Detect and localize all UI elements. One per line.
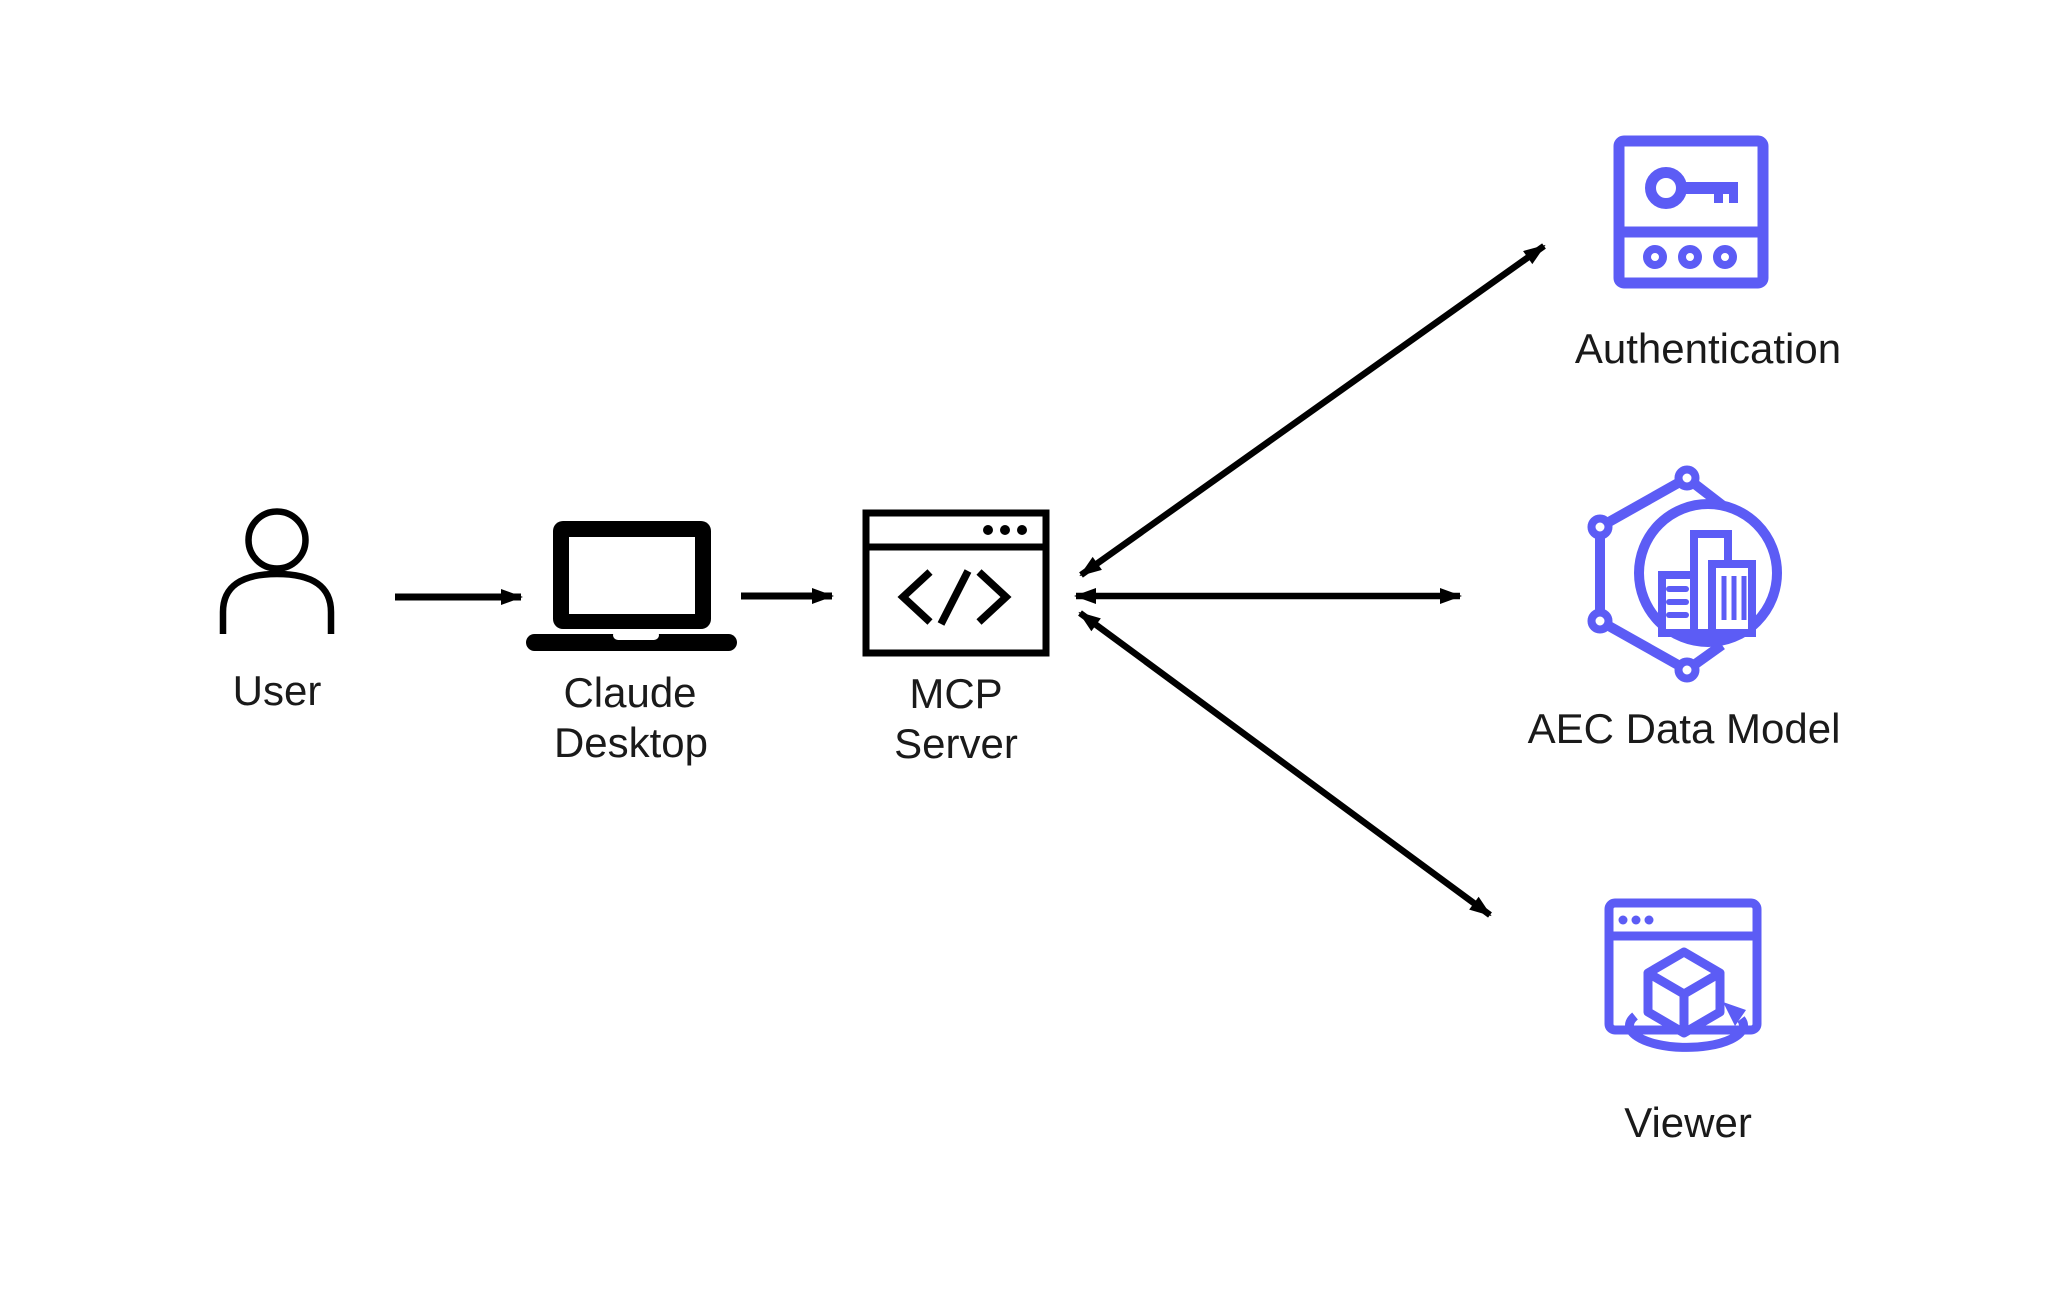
laptop-notch (613, 630, 659, 640)
key-bow (1645, 167, 1687, 209)
authentication-label: Authentication (1575, 325, 1841, 372)
viewer-window-dots (1618, 915, 1654, 925)
mcp-server-label-line2: Server (894, 720, 1018, 767)
rotation-arc (1625, 1012, 1748, 1052)
person-body (219, 570, 335, 634)
laptop-screen-display (569, 537, 695, 614)
code-window-icon (862, 509, 1050, 657)
3d-viewer-icon (1604, 898, 1762, 1052)
labels: User Claude Desktop MCP Server Authentic… (233, 325, 1841, 1146)
card-frame (1613, 135, 1769, 289)
cube-inner-edges (1645, 969, 1723, 1033)
viewer-label: Viewer (1624, 1099, 1752, 1146)
rotation-arrowhead (1723, 1002, 1746, 1026)
code-glyph (897, 569, 1012, 626)
key-card-icon (1613, 135, 1769, 289)
user-icon (219, 508, 335, 634)
building-left-windows (1666, 586, 1689, 618)
mcp-server-label-line1: MCP (909, 670, 1002, 717)
claude-desktop-label-line1: Claude (563, 669, 696, 716)
buildings (1658, 530, 1756, 637)
edge-mcp-server-to-viewer (1078, 610, 1492, 918)
aec-data-model-label: AEC Data Model (1528, 705, 1841, 752)
data-model-icon (1587, 465, 1782, 683)
building-right-windows (1721, 576, 1747, 620)
network-nodes (1587, 465, 1700, 683)
laptop-icon (526, 521, 737, 651)
user-label: User (233, 667, 322, 714)
key-shaft (1681, 182, 1738, 203)
person-head (245, 508, 309, 572)
edge-mcp-server-to-authentication (1079, 243, 1546, 578)
browser-window-frame (862, 509, 1050, 657)
cube-3d (1643, 947, 1725, 1038)
claude-desktop-label-line2: Desktop (554, 719, 708, 766)
laptop-base (526, 634, 737, 651)
card-dots (1643, 245, 1737, 269)
window-dots (983, 525, 1027, 535)
